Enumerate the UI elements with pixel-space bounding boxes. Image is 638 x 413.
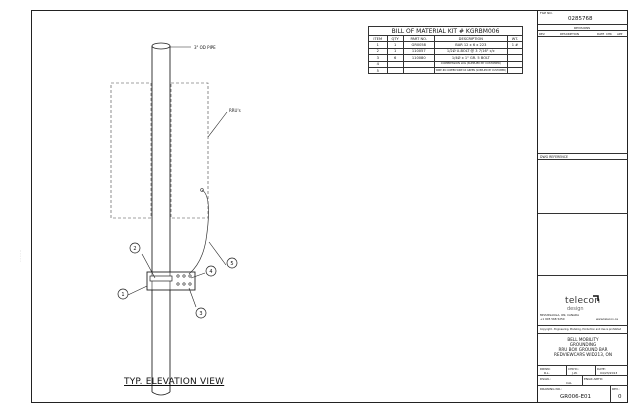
file-no: 0285768 [568, 16, 593, 22]
revision-number: 0 [618, 394, 622, 400]
bill-of-material-table: BILL OF MATERIAL KIT # KGRBM006 ITEM QTY… [368, 26, 524, 75]
drawing-frame [31, 10, 628, 403]
project-cell: BELL MOBILITY GROUNDING RRU BOX GROUND B… [538, 334, 628, 366]
dwg-reference-cell: DWG REFERENCE [538, 154, 628, 214]
svg-text:4: 4 [209, 269, 212, 275]
project-line-1: BELL MOBILITY [567, 337, 599, 342]
company-website: www.telecon.ca [596, 317, 618, 321]
project-line-2: GROUNDING [569, 342, 597, 347]
u-bolt [149, 275, 173, 282]
bom-title: BILL OF MATERIAL KIT # KGRBM006 [368, 26, 523, 36]
company-logo: telecon design [565, 296, 600, 312]
copyright-cell: Copyright - Engineering, Modeling, Produ… [538, 326, 628, 334]
svg-text:5: 5 [230, 261, 233, 267]
rru-label: RRU's [229, 108, 241, 113]
project-line-3: RRU BOX GROUND BAR [558, 347, 608, 352]
file-no-cell: FILE NO. 0285768 [538, 10, 628, 25]
drawing-no-row: DRAWING NO.: GR006-E01 REV.: 0 [538, 386, 628, 403]
svg-text:1: 1 [121, 292, 124, 298]
ground-wire [188, 189, 209, 275]
bom-header: QTY [386, 34, 404, 43]
company-cell: MISSISSAUGA, ON, CANADA +1 905 568 5250 … [538, 276, 628, 326]
company-subname: design [567, 306, 584, 312]
callout-3: 3 [195, 307, 207, 319]
drawn-checked-row: DRWN: R.L. CHK'D.: J.W. DATE: 04/23/2013 [538, 366, 628, 376]
rru-leader [207, 111, 228, 138]
bom-header: WT. [506, 34, 524, 43]
drawing-number: GR006-E01 [560, 394, 592, 400]
pipe-bottom [151, 391, 171, 396]
rru-box-right [170, 82, 209, 219]
callout-1: 1 [117, 288, 129, 300]
design-approved-row: DSGN.: CAL ENGR APP'D: [538, 376, 628, 386]
revisions-header: REVISIONS REV. DESCRIPTION DATE CHK APP [538, 25, 628, 37]
pipe-top [151, 42, 171, 50]
logo-mark-icon [593, 295, 599, 301]
elevation-drawing: 3" OD PIPE RRU's 1 2 3 4 5 [110, 42, 241, 396]
side-margin-text: · · · · · · · · [19, 249, 22, 262]
company-address-2: +1 905 568 5250 [540, 317, 565, 321]
revisions-area [538, 37, 628, 154]
bom-header-row: ITEM QTY PART NO. DESCRIPTION WT. [368, 34, 524, 43]
project-line-4: REDVIEWCARS WID213, ON [554, 352, 612, 357]
view-title: TYP. ELEVATION VIEW [124, 377, 225, 387]
rru-box-left [110, 82, 152, 219]
title-block: FILE NO. 0285768 REVISIONS REV. DESCRIPT… [537, 10, 628, 403]
svg-text:3: 3 [199, 311, 202, 317]
dwg-reference-area [538, 214, 628, 276]
svg-text:2: 2 [133, 246, 136, 252]
callout-5: 5 [226, 257, 238, 269]
bolt-holes [176, 274, 192, 286]
company-name: telecon [565, 296, 601, 306]
callout-2: 2 [129, 242, 141, 254]
company-address-1: MISSISSAUGA, ON, CANADA [540, 313, 579, 317]
callout-4: 4 [205, 265, 217, 277]
pipe-label: 3" OD PIPE [194, 45, 216, 50]
